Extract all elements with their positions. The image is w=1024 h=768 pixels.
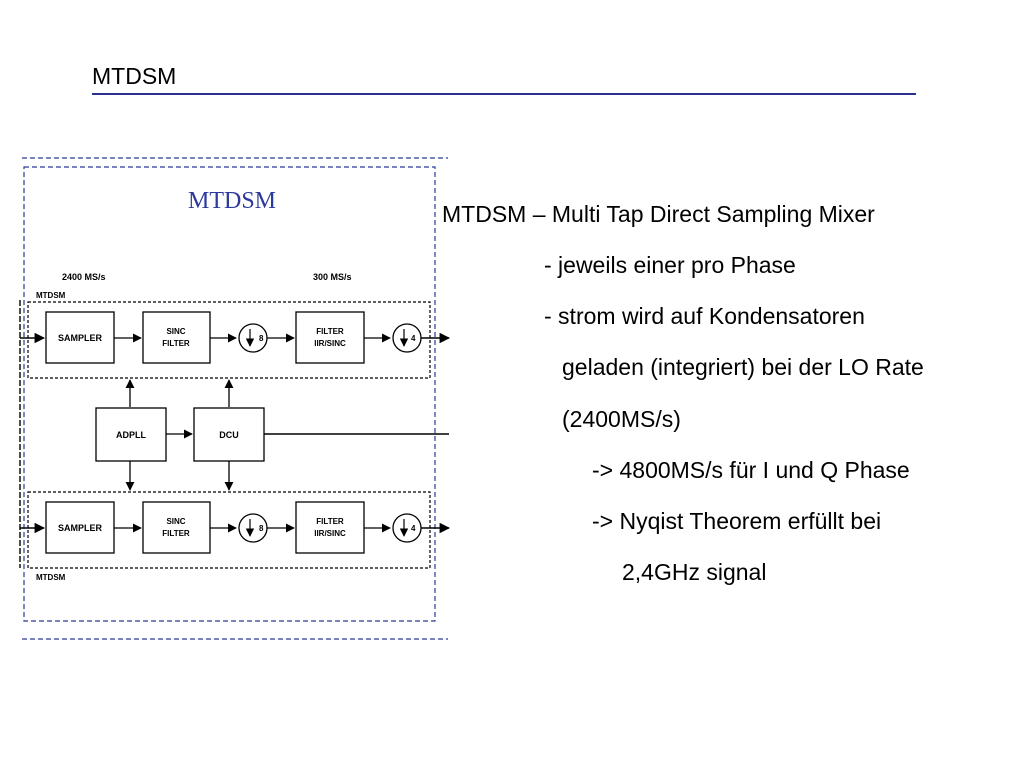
decimator-8-bottom: 8 <box>238 513 268 543</box>
sinc-label-1: SINC <box>166 517 185 526</box>
sinc-label-2: FILTER <box>162 339 190 348</box>
sampler-label: SAMPLER <box>58 333 103 343</box>
group-label-top: MTDSM <box>36 291 66 300</box>
sampler-block-top: SAMPLER <box>45 311 115 364</box>
decim-8-label: 8 <box>259 334 264 343</box>
sinc-label-1: SINC <box>166 327 185 336</box>
sinc-filter-block-top: SINC FILTER <box>142 311 211 364</box>
rate-label-right: 300 MS/s <box>313 272 352 282</box>
dcu-label: DCU <box>219 430 239 440</box>
adpll-label: ADPLL <box>116 430 146 440</box>
mtdsm-group-bottom <box>27 491 431 569</box>
iir-filter-block-top: FILTER IIR/SINC <box>295 311 365 364</box>
sampler-label: SAMPLER <box>58 523 103 533</box>
filter-label-2: IIR/SINC <box>314 339 346 348</box>
rate-label-left: 2400 MS/s <box>62 272 106 282</box>
slide-title: MTDSM <box>92 63 177 89</box>
bullet-subitem: -> 4800MS/s für I und Q Phase <box>592 457 910 483</box>
bullet-item: - strom wird auf Kondensatoren <box>544 303 865 329</box>
decim-8-label: 8 <box>259 524 264 533</box>
sinc-filter-block-bottom: SINC FILTER <box>142 501 211 554</box>
bullet-item: - jeweils einer pro Phase <box>544 252 796 278</box>
bullet-subitem: 2,4GHz signal <box>622 559 767 585</box>
filter-label-1: FILTER <box>316 327 344 336</box>
diagram-heading: MTDSM <box>188 188 276 214</box>
sampler-block-bottom: SAMPLER <box>45 501 115 554</box>
group-label-bottom: MTDSM <box>36 573 66 582</box>
title-underline <box>92 93 916 95</box>
adpll-block: ADPLL <box>95 407 167 462</box>
filter-label-1: FILTER <box>316 517 344 526</box>
mtdsm-block-diagram: MTDSM 2400 MS/s 300 MS/s MTDSM SAMPLER S… <box>19 157 451 640</box>
filter-label-2: IIR/SINC <box>314 529 346 538</box>
iir-filter-block-bottom: FILTER IIR/SINC <box>295 501 365 554</box>
decimator-8-top: 8 <box>238 323 268 353</box>
dcu-block: DCU <box>193 407 265 462</box>
bullet-subitem: -> Nyqist Theorem erfüllt bei <box>592 508 882 534</box>
decimator-4-bottom: 4 <box>392 513 422 543</box>
decim-4-label: 4 <box>411 524 416 533</box>
decimator-4-top: 4 <box>392 323 422 353</box>
sinc-label-2: FILTER <box>162 529 190 538</box>
decim-4-label: 4 <box>411 334 416 343</box>
bullet-item: geladen (integriert) bei der LO Rate <box>562 354 924 380</box>
bullet-heading: MTDSM – Multi Tap Direct Sampling Mixer <box>442 201 875 227</box>
mtdsm-group-top <box>27 301 431 379</box>
bullet-item: (2400MS/s) <box>562 406 681 432</box>
